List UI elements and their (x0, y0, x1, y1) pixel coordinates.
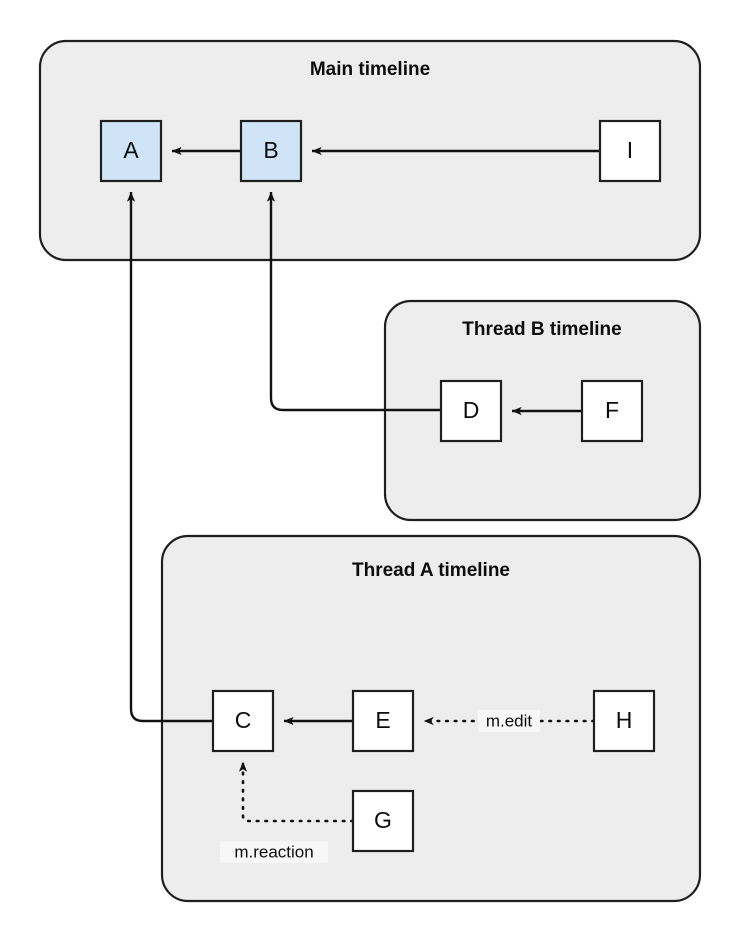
edge-d-to-b (266, 191, 441, 412)
node-c-label: C (235, 707, 252, 733)
node-a-rect[interactable] (99, 119, 163, 183)
node-h[interactable]: H (592, 689, 656, 753)
node-i[interactable]: I (598, 119, 662, 183)
node-h-rect[interactable] (592, 689, 656, 753)
edge-g-to-c-m-reaction (238, 760, 355, 823)
edge-label-m-edit-bg (478, 710, 540, 732)
edge-label-m-reaction-bg (220, 841, 328, 863)
node-b-rect[interactable] (239, 119, 303, 183)
node-f-label: F (605, 397, 619, 423)
node-a-label: A (123, 137, 139, 163)
node-i-label: I (627, 137, 633, 163)
node-b-label: B (263, 137, 278, 163)
group-thread-b-timeline-title: Thread B timeline (462, 319, 621, 340)
node-e-label: E (375, 707, 390, 733)
edge-c-to-a (126, 191, 213, 723)
node-c-rect[interactable] (211, 689, 275, 753)
node-h-label: H (616, 707, 633, 733)
node-g[interactable]: G (351, 789, 415, 853)
node-g-rect[interactable] (351, 789, 415, 853)
node-d-rect[interactable] (439, 379, 503, 443)
group-thread-a-timeline-title: Thread A timeline (352, 560, 510, 581)
group-main-timeline-title: Main timeline (310, 59, 430, 80)
edge-label-m-edit-text: m.edit (486, 711, 533, 730)
node-d-label: D (463, 397, 480, 423)
node-e-rect[interactable] (351, 689, 415, 753)
node-f-rect[interactable] (580, 379, 644, 443)
node-d[interactable]: D (439, 379, 503, 443)
node-f[interactable]: F (580, 379, 644, 443)
node-g-label: G (374, 807, 392, 833)
node-i-rect[interactable] (598, 119, 662, 183)
node-c[interactable]: C (211, 689, 275, 753)
node-e[interactable]: E (351, 689, 415, 753)
edge-label-m-edit: m.edit (478, 710, 540, 732)
node-b[interactable]: B (239, 119, 303, 183)
node-a[interactable]: A (99, 119, 163, 183)
edge-label-m-reaction: m.reaction (220, 841, 328, 863)
edge-label-m-reaction-text: m.reaction (234, 842, 313, 861)
